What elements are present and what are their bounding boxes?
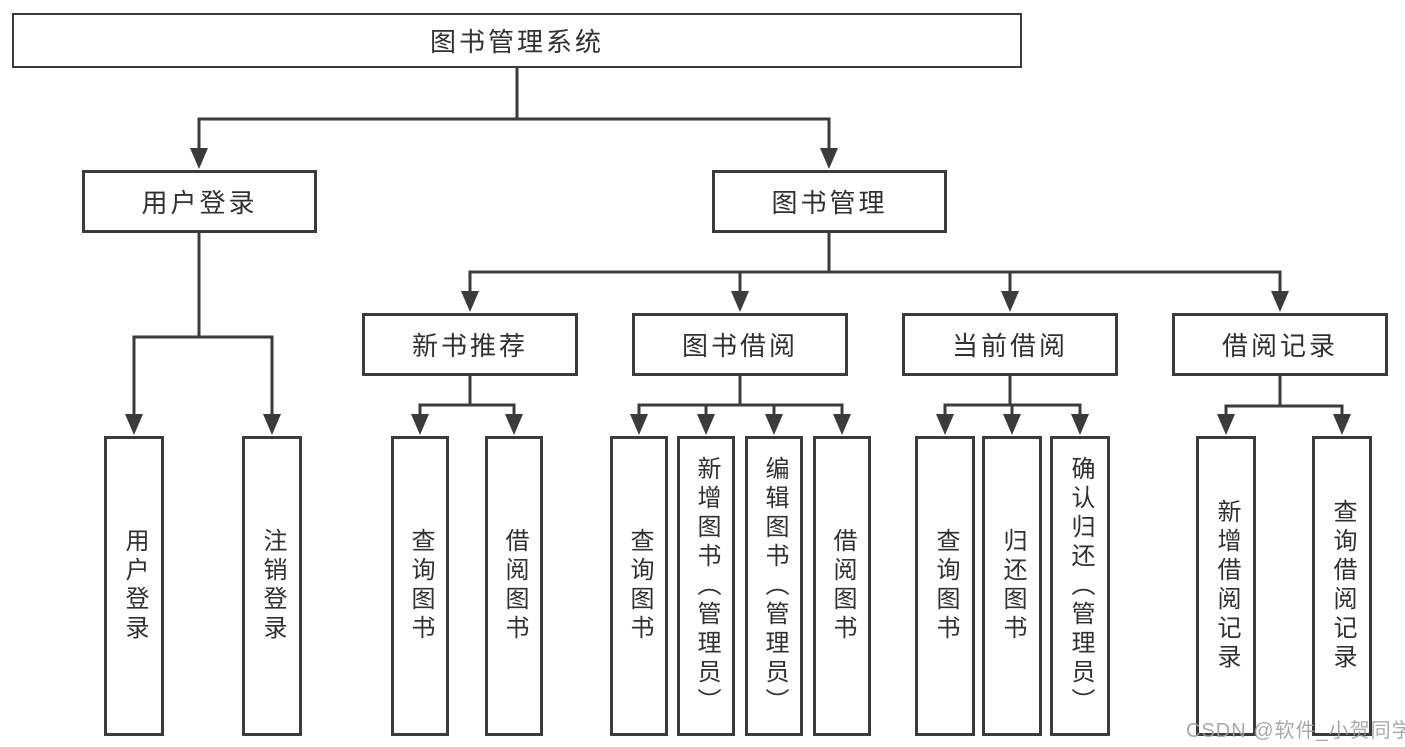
leaf-query-books-borrowing: 查询图书 xyxy=(610,436,668,736)
leaf-query-books-current: 查询图书 xyxy=(915,436,975,736)
leaf-query-books-recommend: 查询图书 xyxy=(391,436,449,736)
leaf-add-book-admin: 新增图书（管理员） xyxy=(677,436,735,736)
connector-root-to-level2 xyxy=(190,68,838,169)
connector-user-login-to-leaves xyxy=(125,233,281,435)
leaf-logout: 注销登录 xyxy=(242,436,302,736)
connector-new-book-recommendation-to-leaves xyxy=(411,376,523,435)
leaf-query-borrow-record: 查询借阅记录 xyxy=(1312,436,1372,736)
connector-borrowing-records-to-leaves xyxy=(1217,376,1351,435)
leaf-return-books: 归还图书 xyxy=(982,436,1042,736)
leaf-add-borrow-record: 新增借阅记录 xyxy=(1196,436,1256,736)
node-book-borrowing: 图书借阅 xyxy=(632,313,848,376)
connector-book-borrowing-to-leaves xyxy=(630,376,851,435)
node-library-management-system: 图书管理系统 xyxy=(12,13,1022,68)
leaf-borrow-books-recommend: 借阅图书 xyxy=(485,436,543,736)
connector-current-borrowing-to-leaves xyxy=(936,376,1089,435)
node-new-book-recommendation: 新书推荐 xyxy=(362,313,578,376)
node-user-login: 用户登录 xyxy=(82,170,317,233)
node-current-borrowing: 当前借阅 xyxy=(902,313,1118,376)
leaf-edit-book-admin: 编辑图书（管理员） xyxy=(745,436,803,736)
leaf-confirm-return-admin: 确认归还（管理员） xyxy=(1050,436,1110,736)
node-borrowing-records: 借阅记录 xyxy=(1172,313,1388,376)
node-book-management: 图书管理 xyxy=(712,170,947,233)
connector-book-management-to-level3 xyxy=(461,233,1289,312)
watermark-text: CSDN @软件_小贺同学 xyxy=(1186,720,1405,742)
leaf-borrow-books-borrowing: 借阅图书 xyxy=(813,436,871,736)
leaf-user-login: 用户登录 xyxy=(104,436,164,736)
